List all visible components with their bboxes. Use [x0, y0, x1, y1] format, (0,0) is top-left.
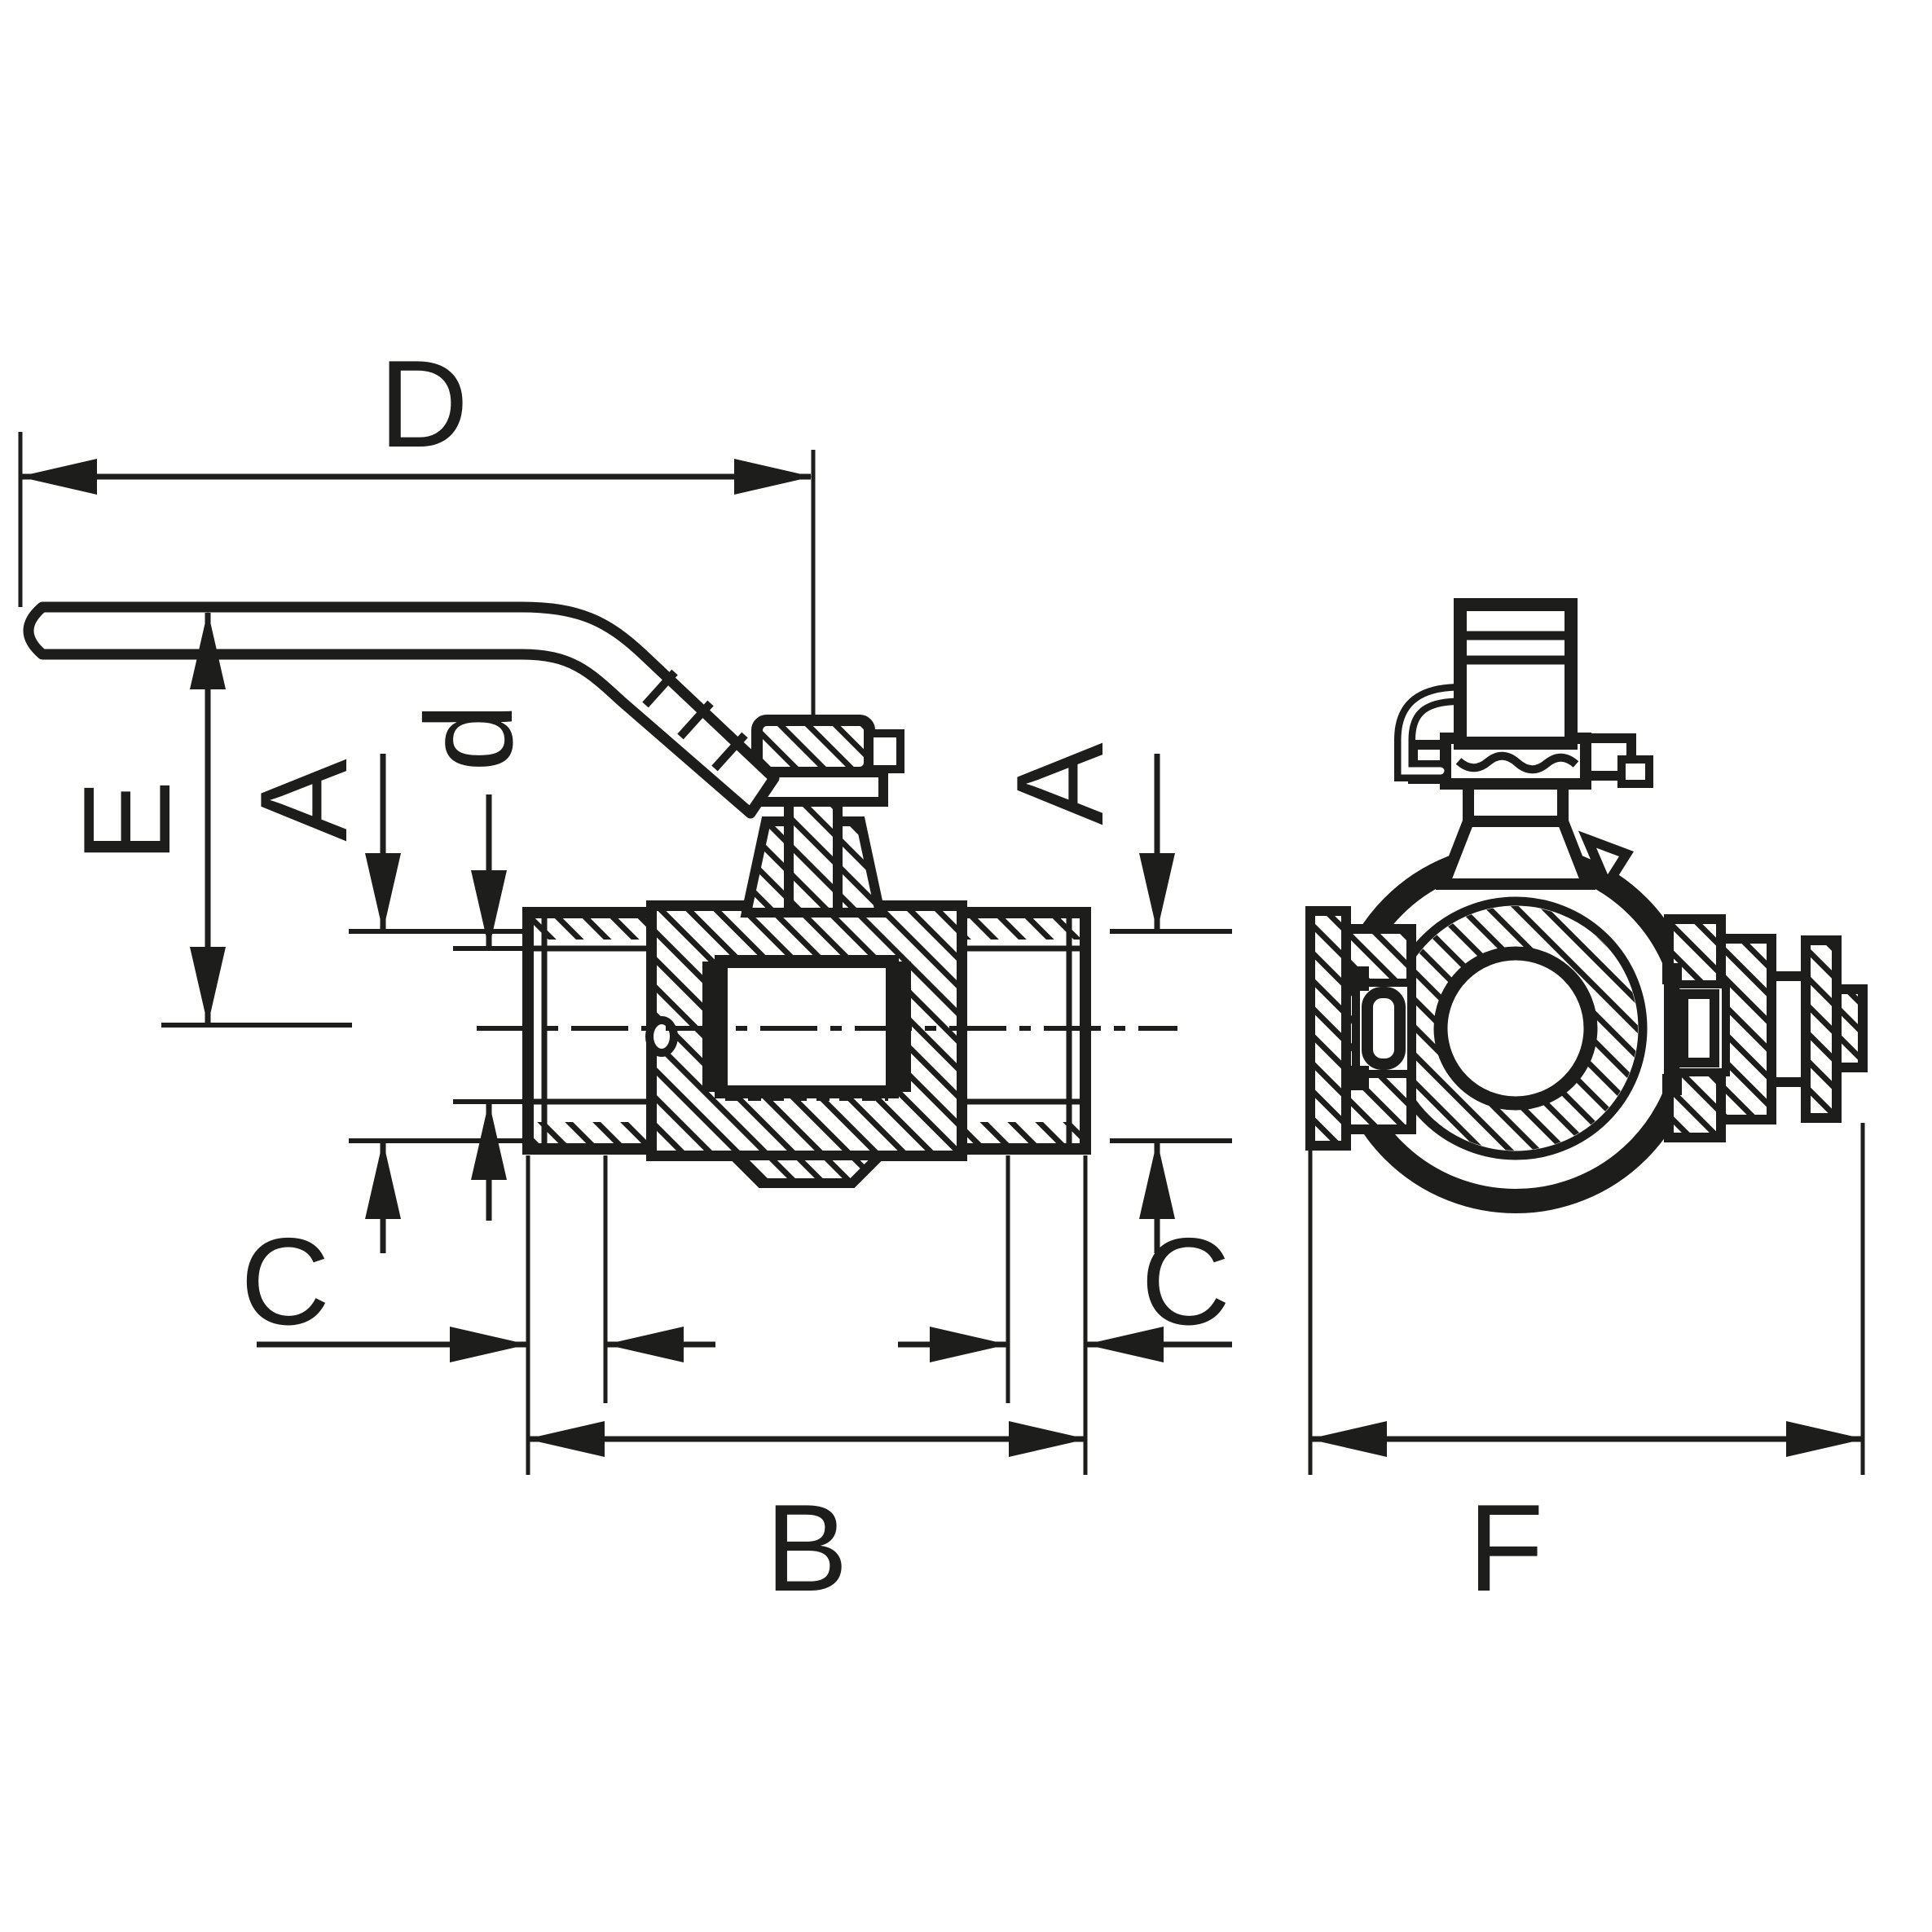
end-handle-grip: [1454, 598, 1578, 750]
dim-C-right: C: [898, 1155, 1232, 1475]
end-view: [1305, 598, 1868, 1213]
dim-label-A-right: A: [991, 742, 1129, 825]
end-gland-boss: [1435, 816, 1596, 890]
handle: [23, 601, 780, 819]
dim-C-left: C: [240, 1155, 715, 1475]
end-bore: [1433, 946, 1598, 1111]
dim-label-F: F: [1468, 1479, 1544, 1617]
end-section-hatch: [1393, 906, 1638, 1151]
weep-hole: [645, 1016, 678, 1057]
left-port: [522, 907, 658, 1155]
dim-A-right: A: [991, 742, 1232, 1253]
dim-label-D: D: [379, 335, 469, 473]
end-left-flange: [1305, 906, 1416, 1151]
dim-D: D: [18, 335, 816, 720]
left-port-thread-hatch-bottom: [534, 1122, 649, 1143]
valve-body: [645, 900, 967, 1188]
dim-d: d: [400, 703, 574, 1221]
dim-label-d: d: [400, 703, 539, 772]
dim-label-C-left: C: [240, 1212, 330, 1351]
stem-nut: [751, 715, 875, 778]
stem-nut-step: [865, 729, 904, 773]
side-view: [23, 601, 1177, 1188]
dim-label-B: B: [765, 1479, 847, 1617]
stem-assembly: [738, 715, 904, 918]
body-bottom-boss: [721, 1151, 892, 1188]
dimension-annotations: D E A d A: [18, 335, 1865, 1617]
dim-label-A-left: A: [235, 759, 373, 842]
dim-E: E: [58, 611, 352, 1028]
left-port-thread-hatch-top: [534, 918, 649, 940]
dim-B: B: [526, 1421, 1087, 1617]
dim-label-C-right: C: [1141, 1212, 1230, 1351]
end-stem-assembly: [1394, 598, 1653, 896]
right-port-thread-hatch-bottom: [965, 1122, 1080, 1143]
dim-label-E: E: [58, 780, 196, 862]
dim-F: F: [1308, 1123, 1865, 1617]
right-port-thread-hatch-top: [965, 918, 1080, 940]
end-side-port: [1662, 914, 1868, 1142]
